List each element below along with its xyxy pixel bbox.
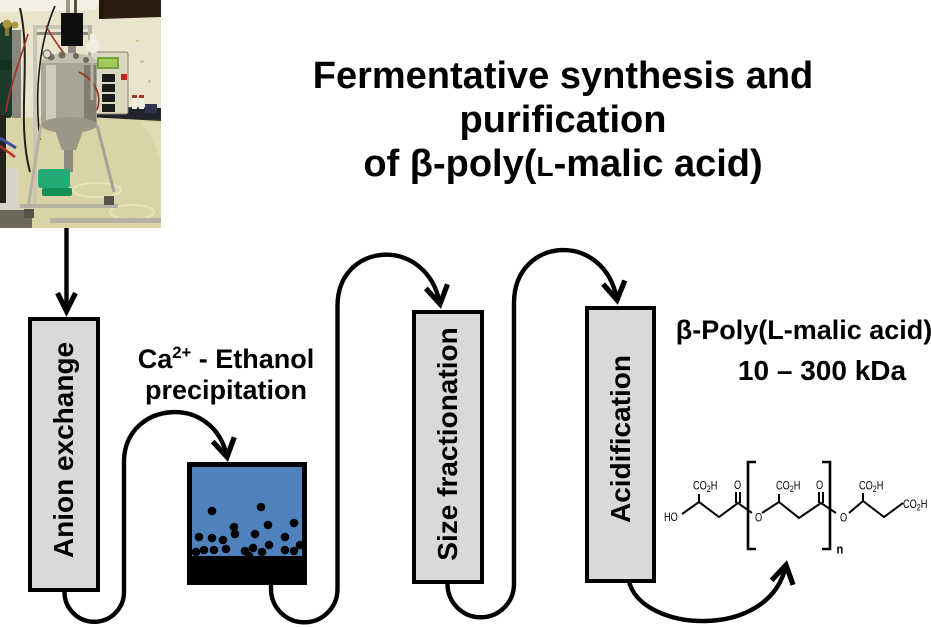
svg-text:O: O — [840, 513, 847, 525]
svg-text:CO2H: CO2H — [693, 481, 717, 495]
svg-text:n: n — [837, 542, 844, 557]
svg-text:HO: HO — [664, 512, 678, 524]
svg-text:O: O — [734, 480, 741, 492]
svg-text:CO2H: CO2H — [903, 499, 927, 513]
svg-text:O: O — [816, 480, 823, 492]
svg-text:CO2H: CO2H — [859, 481, 883, 495]
svg-text:CO2H: CO2H — [776, 481, 800, 495]
svg-text:O: O — [755, 513, 762, 525]
